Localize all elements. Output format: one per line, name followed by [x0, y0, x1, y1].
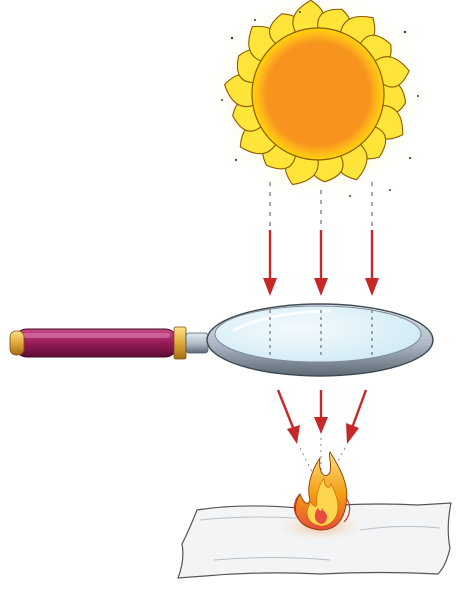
magnifier-handle — [10, 329, 178, 357]
focused-arrow — [346, 390, 366, 444]
focused-arrows — [278, 390, 366, 444]
incoming-arrows — [263, 230, 379, 296]
focused-arrow — [278, 390, 300, 444]
focused-arrow — [314, 390, 328, 434]
sun-icon — [206, 0, 430, 207]
sun-core — [252, 28, 384, 160]
magnifying-glass-icon — [10, 304, 433, 376]
incoming-arrow — [365, 230, 379, 296]
handle-neck — [186, 333, 208, 353]
lens-glass — [215, 306, 421, 362]
incoming-arrow — [263, 230, 277, 296]
handle-collar — [174, 327, 186, 359]
incoming-arrow — [314, 230, 328, 296]
flame-icon — [294, 452, 349, 530]
handle-end-cap — [10, 331, 24, 355]
